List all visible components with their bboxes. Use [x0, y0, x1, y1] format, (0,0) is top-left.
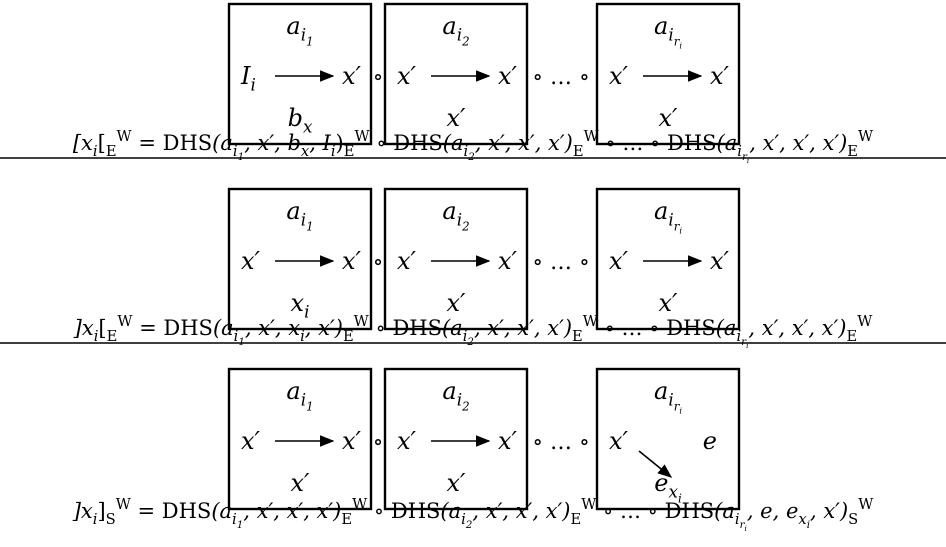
- box-left-label: x′: [241, 427, 261, 455]
- box-top-label: ai2: [442, 377, 469, 413]
- box-top-label: ai1: [286, 377, 313, 413]
- compose-operator: ∘: [373, 250, 384, 275]
- box-left-label: x′: [397, 427, 417, 455]
- dhs-box: ai1 x′ x′ x′: [227, 367, 373, 511]
- box-right-label: x′: [342, 62, 362, 90]
- dhs-box: ai1 bx Ii x′: [227, 2, 373, 146]
- dhs-box: airi x′ x′ x′: [595, 187, 741, 331]
- box-bottom-label: x′: [447, 469, 467, 497]
- arrow-diagonal: [638, 450, 673, 478]
- dhs-box: ai2 x′ x′ x′: [383, 2, 529, 146]
- box-frame: [227, 187, 373, 331]
- box-left-label: x′: [397, 62, 417, 90]
- box-frame: [227, 367, 373, 511]
- box-bottom-label: bx: [288, 104, 313, 137]
- dhs-formula: ]xi[EW = DHS(ai1, x′, xi, x′)EW ∘ DHS(ai…: [73, 313, 874, 350]
- box-frame: [227, 2, 373, 146]
- box-top-label: ai1: [286, 12, 313, 48]
- box-bottom-label: xi: [291, 289, 310, 322]
- box-left-label: x′: [609, 247, 629, 275]
- box-top-label: airi: [654, 12, 682, 51]
- box-right-label: x′: [342, 427, 362, 455]
- box-frame: [595, 187, 741, 331]
- dhs-box: airi x′ x′ x′: [595, 2, 741, 146]
- box-right-label: x′: [710, 62, 730, 90]
- compose-operator: ∘: [373, 65, 384, 90]
- row-2: ai1 xi x′ x′ ai2 x′ x′ x′ airi x′ x′ x′ ∘ ∘ … ∘ ]xi[EW…: [0, 187, 946, 350]
- dhs-formula: [xi[EW = DHS(ai1, x′, bx, Ii)EW ∘ DHS(ai…: [73, 128, 874, 165]
- row-1: ai1 bx Ii x′ ai2 x′ x′ x′ airi x′ x′ x′ ∘ ∘ … ∘ [xi[EW…: [0, 2, 946, 165]
- box-right-label: e: [703, 427, 717, 455]
- box-right-label: x′: [498, 247, 518, 275]
- dhs-box: ai2 x′ x′ x′: [383, 187, 529, 331]
- box-bottom-label: x′: [659, 104, 679, 132]
- box-left-label: x′: [397, 247, 417, 275]
- compose-ellipsis: ∘ … ∘: [532, 65, 590, 90]
- dhs-box: ai2 x′ x′ x′: [383, 367, 529, 511]
- box-top-label: ai2: [442, 12, 469, 48]
- box-right-label: x′: [342, 247, 362, 275]
- box-top-label: ai2: [442, 197, 469, 233]
- box-frame: [383, 187, 529, 331]
- box-frame: [595, 2, 741, 146]
- box-left-label: x′: [609, 427, 629, 455]
- box-frame: [383, 367, 529, 511]
- box-right-label: x′: [498, 427, 518, 455]
- box-bottom-label: x′: [291, 469, 311, 497]
- box-bottom-label: x′: [659, 289, 679, 317]
- box-bottom-label: x′: [447, 104, 467, 132]
- box-right-label: x′: [498, 62, 518, 90]
- box-top-label: airi: [654, 197, 682, 236]
- compose-ellipsis: ∘ … ∘: [532, 430, 590, 455]
- box-top-label: airi: [654, 377, 682, 416]
- box-frame: [595, 367, 741, 511]
- box-bottom-label: x′: [447, 289, 467, 317]
- box-left-label: x′: [609, 62, 629, 90]
- dhs-formula: ]xi]SW = DHS(ai1, x′, x′, x′)EW ∘ DHS(ai…: [72, 496, 875, 533]
- box-left-label: x′: [241, 247, 261, 275]
- box-left-label: Ii: [240, 62, 256, 95]
- compose-ellipsis: ∘ … ∘: [532, 250, 590, 275]
- dhs-box: ai1 xi x′ x′: [227, 187, 373, 331]
- box-top-label: ai1: [286, 197, 313, 233]
- box-frame: [383, 2, 529, 146]
- compose-operator: ∘: [373, 430, 384, 455]
- box-right-label: x′: [710, 247, 730, 275]
